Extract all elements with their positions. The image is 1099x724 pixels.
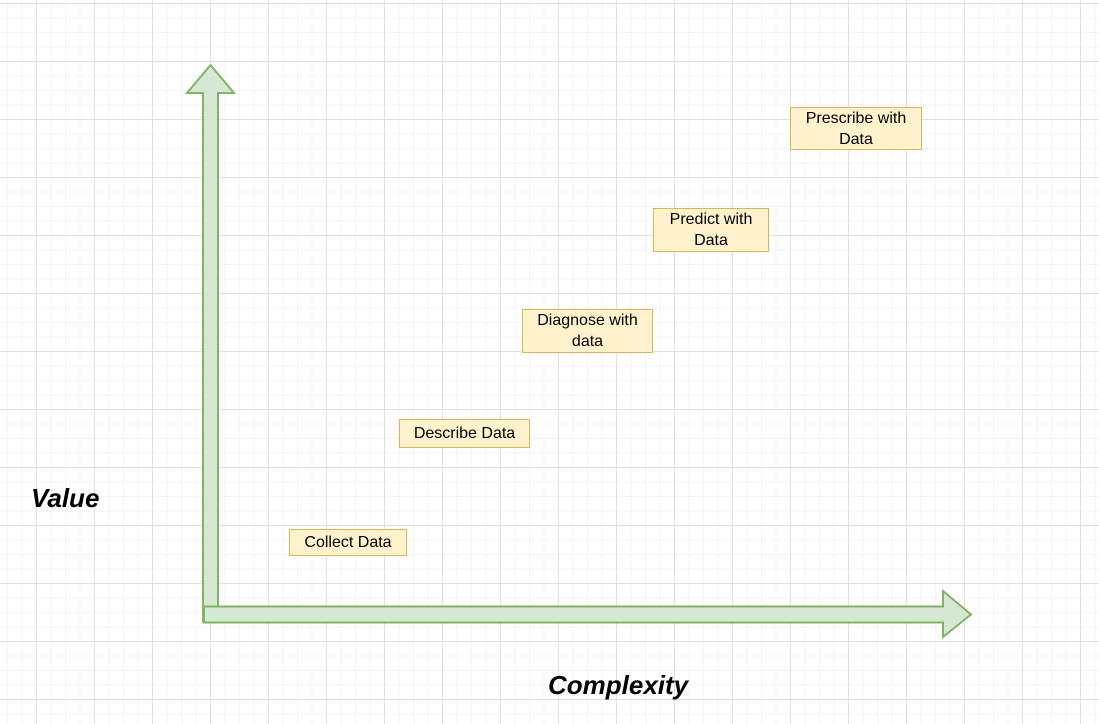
node-label: Prescribe with Data <box>805 109 907 148</box>
node-label: Predict with Data <box>669 211 753 249</box>
node-label: Collect Data <box>304 534 392 551</box>
node-collect-data[interactable]: Collect Data <box>289 529 407 556</box>
x-axis-arrow[interactable] <box>203 588 973 640</box>
node-predict-with-data[interactable]: Predict with Data <box>653 208 769 252</box>
node-label: Diagnose with data <box>537 312 638 350</box>
y-axis-label[interactable]: Value <box>31 483 100 513</box>
y-axis-arrow[interactable] <box>184 63 237 623</box>
x-axis-label[interactable]: Complexity <box>548 670 689 700</box>
node-describe-data[interactable]: Describe Data <box>399 419 530 448</box>
node-prescribe-with-data[interactable]: Prescribe with Data <box>790 107 922 150</box>
node-diagnose-with-data[interactable]: Diagnose with data <box>522 309 653 353</box>
node-label: Describe Data <box>413 425 516 442</box>
